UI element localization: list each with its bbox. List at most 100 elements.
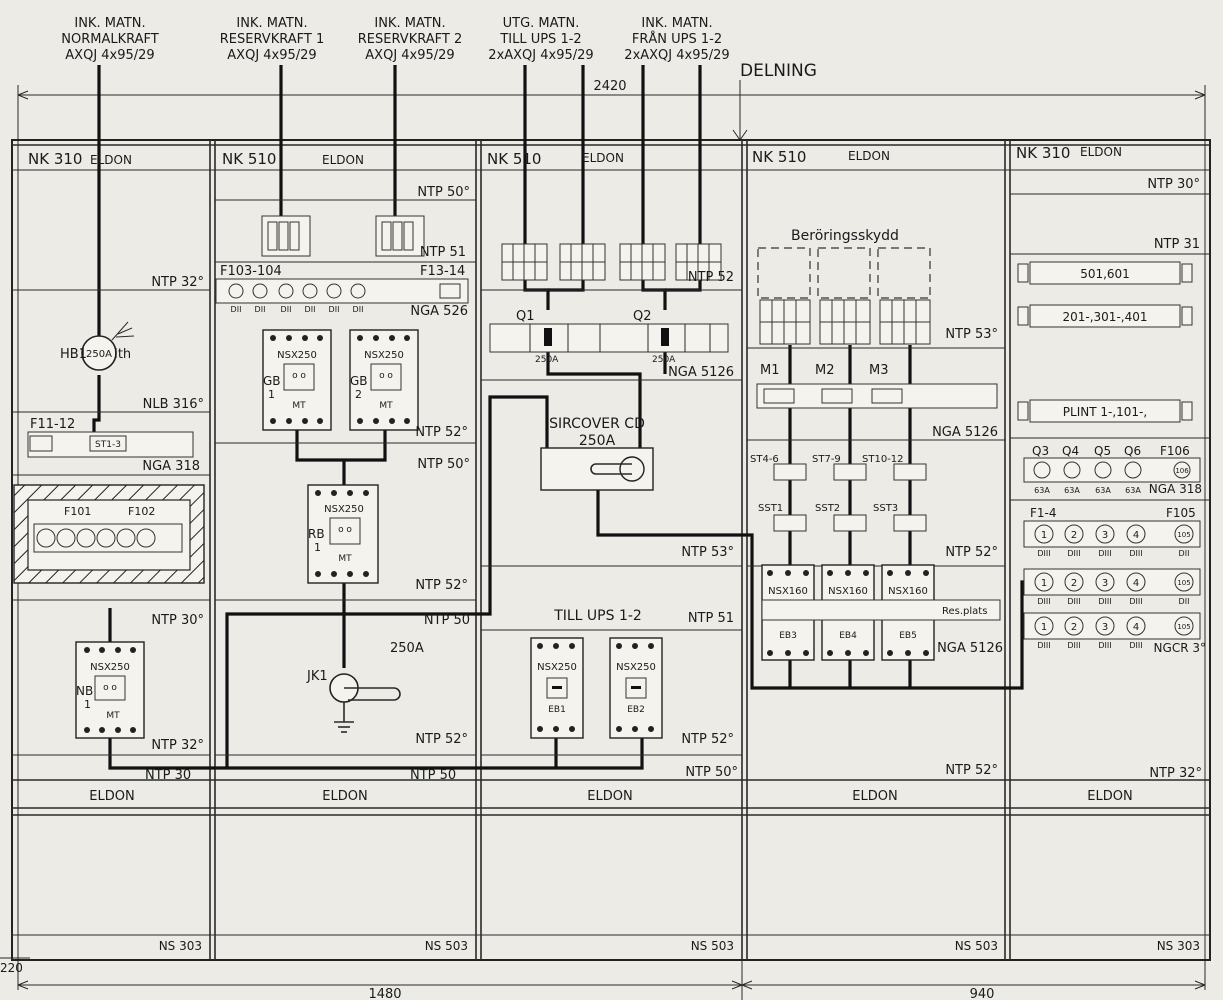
svg-text:MT: MT [379, 401, 393, 411]
svg-text:SIRCOVER CD: SIRCOVER CD [549, 416, 645, 432]
svg-text:1: 1 [1041, 530, 1047, 541]
svg-text:250A: 250A [86, 349, 112, 360]
svg-text:NTP 32°: NTP 32° [1149, 766, 1202, 781]
svg-text:F106: F106 [1160, 444, 1190, 458]
svg-text:250A: 250A [390, 641, 424, 656]
svg-text:JK1: JK1 [306, 669, 328, 684]
svg-text:ELDON: ELDON [1080, 145, 1122, 159]
feed-fran-ups: INK. MATN. FRÅN UPS 1-2 2xAXQJ 4x95/29 [624, 16, 729, 63]
svg-text:NTP 31: NTP 31 [1154, 237, 1200, 252]
terminal-rail-201: 201-,301-,401 [1017, 304, 1193, 328]
svg-text:940: 940 [970, 987, 995, 1000]
breaker-gb2: NSX250 o o GB 2 MT [349, 329, 419, 431]
svg-text:GB: GB [263, 374, 281, 388]
panel-5-title: NK 310 [1016, 144, 1070, 162]
svg-text:AXQJ 4x95/29: AXQJ 4x95/29 [227, 48, 316, 63]
svg-text:NGA 526: NGA 526 [410, 304, 468, 319]
svg-text:Res.plats: Res.plats [942, 606, 987, 617]
svg-text:TILL UPS 1-2: TILL UPS 1-2 [499, 32, 581, 47]
svg-text:M1: M1 [760, 363, 780, 378]
svg-text:NTP 52°: NTP 52° [415, 732, 468, 747]
svg-text:INK. MATN.: INK. MATN. [236, 16, 307, 31]
svg-text:Ith: Ith [114, 347, 131, 362]
svg-text:NTP 32°: NTP 32° [151, 275, 204, 290]
svg-text:M3: M3 [869, 363, 889, 378]
svg-text:Q3: Q3 [1032, 444, 1049, 458]
svg-text:DIII: DIII [1098, 641, 1111, 650]
panel-2-title: NK 510 [222, 150, 276, 168]
svg-text:F102: F102 [128, 505, 155, 518]
svg-text:3: 3 [1102, 578, 1108, 589]
svg-text:GB: GB [350, 374, 368, 388]
svg-text:NTP 50: NTP 50 [410, 768, 456, 783]
svg-text:HB1: HB1 [60, 347, 87, 362]
fuse-block-f101: F101 F102 [13, 484, 205, 584]
svg-text:TILL UPS 1-2: TILL UPS 1-2 [553, 608, 642, 624]
feed-reservkraft-1: INK. MATN. RESERVKRAFT 1 AXQJ 4x95/29 [220, 16, 324, 63]
svg-text:F101: F101 [64, 505, 91, 518]
svg-text:NGA 318: NGA 318 [1149, 482, 1202, 496]
svg-text:Q6: Q6 [1124, 444, 1141, 458]
svg-text:ST4-6: ST4-6 [750, 454, 779, 465]
terminal-block-gb2 [375, 215, 425, 257]
svg-text:NTP 52°: NTP 52° [681, 732, 734, 747]
svg-text:2: 2 [1071, 622, 1077, 633]
svg-text:NSX250: NSX250 [537, 662, 577, 673]
svg-text:EB3: EB3 [779, 631, 797, 641]
svg-text:NGA 5126: NGA 5126 [937, 641, 1003, 656]
svg-text:DII: DII [255, 305, 266, 314]
svg-text:1: 1 [1041, 578, 1047, 589]
svg-text:NTP 30°: NTP 30° [151, 613, 204, 628]
touch-guards [757, 247, 931, 299]
panel-3: NK 510 ELDON NTP 52 Q1 Q2 250A 250A NGA … [481, 150, 742, 953]
feed-till-ups: UTG. MATN. TILL UPS 1-2 2xAXQJ 4x95/29 [488, 16, 593, 63]
svg-text:4: 4 [1133, 578, 1139, 589]
panel-4-title: NK 510 [752, 148, 806, 166]
svg-text:RESERVKRAFT 2: RESERVKRAFT 2 [358, 32, 462, 47]
terminal-block-gb1 [261, 215, 311, 257]
svg-text:INK. MATN.: INK. MATN. [74, 16, 145, 31]
svg-text:ELDON: ELDON [1087, 789, 1132, 804]
svg-text:F11-12: F11-12 [30, 417, 75, 432]
svg-text:NSX250: NSX250 [90, 662, 130, 673]
breaker-eb2: NSX250 EB2 [609, 637, 663, 739]
svg-text:NTP 53°: NTP 53° [945, 327, 998, 342]
svg-text:DII: DII [1179, 549, 1190, 558]
svg-text:DII: DII [1179, 597, 1190, 606]
terminal-rail-501: 501,601 [1017, 261, 1193, 285]
panel-2: NK 510 ELDON NTP 50° NTP 51 F103-104 F13… [215, 150, 476, 953]
svg-text:NTP 50°: NTP 50° [417, 457, 470, 472]
svg-text:SST3: SST3 [873, 503, 898, 514]
switch-jk1: JK1 [306, 669, 401, 733]
terminal-rail-plint: PLINT 1-,101-, [1017, 399, 1193, 423]
svg-text:EB5: EB5 [899, 631, 917, 641]
svg-text:FRÅN UPS 1-2: FRÅN UPS 1-2 [632, 31, 722, 47]
svg-text:Q2: Q2 [633, 309, 652, 324]
svg-text:NTP 50°: NTP 50° [417, 185, 470, 200]
feed-reservkraft-2: INK. MATN. RESERVKRAFT 2 AXQJ 4x95/29 [358, 16, 462, 63]
svg-text:NSX250: NSX250 [324, 504, 364, 515]
svg-text:2: 2 [1071, 530, 1077, 541]
svg-text:63A: 63A [1064, 486, 1080, 495]
svg-text:AXQJ 4x95/29: AXQJ 4x95/29 [65, 48, 154, 63]
svg-text:NTP 53°: NTP 53° [681, 545, 734, 560]
hb1-switch: 250A HB1 Ith [60, 321, 135, 371]
svg-text:M2: M2 [815, 363, 835, 378]
svg-text:2: 2 [1071, 578, 1077, 589]
svg-text:NTP 50°: NTP 50° [685, 765, 738, 780]
svg-text:SST1: SST1 [758, 503, 783, 514]
svg-text:Beröringsskydd: Beröringsskydd [791, 228, 899, 244]
svg-text:DIII: DIII [1037, 549, 1050, 558]
svg-text:INK. MATN.: INK. MATN. [374, 16, 445, 31]
svg-text:DII: DII [353, 305, 364, 314]
svg-text:DIII: DIII [1098, 549, 1111, 558]
svg-text:105: 105 [1177, 579, 1190, 587]
svg-text:NTP 30°: NTP 30° [1147, 177, 1200, 192]
svg-text:DII: DII [329, 305, 340, 314]
svg-text:DIII: DIII [1098, 597, 1111, 606]
svg-text:63A: 63A [1095, 486, 1111, 495]
svg-text:NGA 5126: NGA 5126 [932, 425, 998, 440]
svg-text:1: 1 [314, 541, 321, 554]
